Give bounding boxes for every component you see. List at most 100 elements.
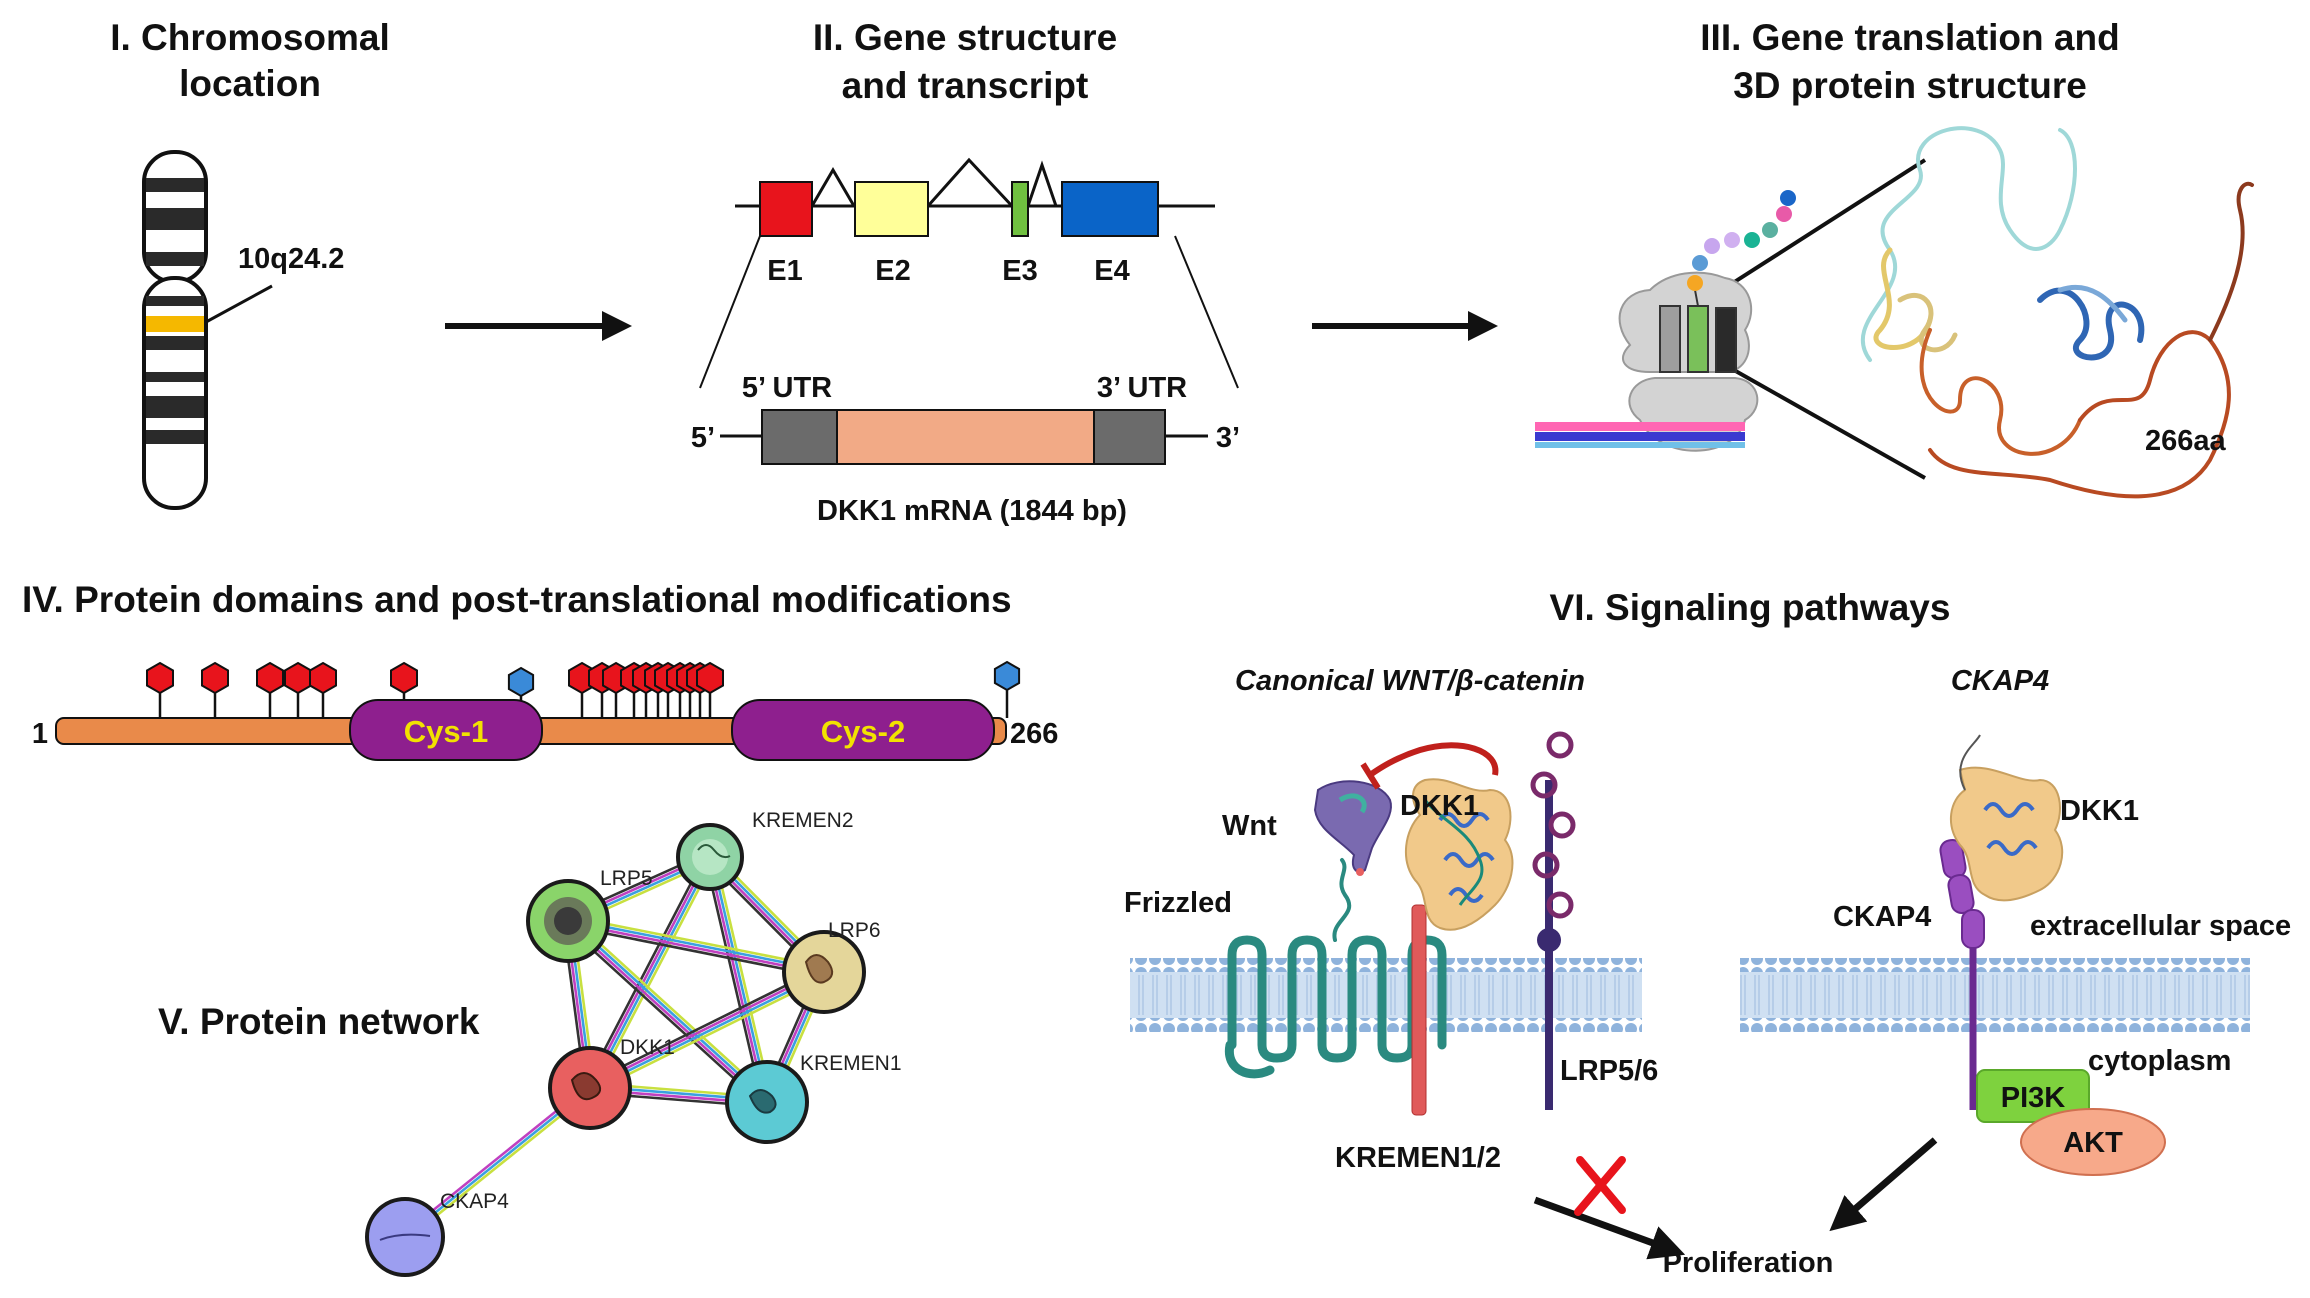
- network-node-lrp6: [782, 930, 866, 1014]
- lrp-receptor: [1530, 731, 1576, 1110]
- network-edge-line: [568, 918, 769, 1102]
- protein-end-label: 266: [1010, 718, 1058, 750]
- network-label-lrp5: LRP5: [600, 867, 653, 890]
- section-5-title: V. Protein network: [158, 1001, 480, 1042]
- ptm-marker-red: [696, 661, 724, 718]
- protein-start-label: 1: [32, 718, 48, 750]
- network-edge-line: [570, 916, 772, 1100]
- network-node-kremen2: [676, 823, 744, 891]
- frizzled-label: Frizzled: [1124, 887, 1232, 919]
- kremen-receptor: [1411, 904, 1427, 1116]
- wnt-ligand: [1313, 780, 1392, 876]
- ptm-marker-red: [284, 661, 312, 718]
- ptm-marker-red: [256, 661, 284, 718]
- extracellular-label: extracellular space: [2030, 910, 2291, 942]
- network-edge-line: [587, 855, 710, 1088]
- network-edge-line: [568, 918, 825, 972]
- kremen-label: KREMEN1/2: [1335, 1142, 1501, 1174]
- ptm-marker-red: [201, 661, 229, 718]
- network-edge-line: [584, 854, 707, 1087]
- section-1-title-line2: location: [179, 63, 321, 104]
- exon-4-label: E4: [1094, 255, 1129, 287]
- ptm-markers: [146, 660, 1021, 718]
- network-edges: [402, 851, 830, 1241]
- arrow-ckap4-to-proliferation: [1829, 1137, 1938, 1232]
- exon-2: [854, 181, 929, 237]
- proliferation-label: Proliferation: [1663, 1247, 1834, 1279]
- protein-length-label: 266aa: [2145, 425, 2227, 457]
- network-edge-line: [566, 924, 824, 978]
- arrow-canonical-to-proliferation: [1533, 1196, 1686, 1260]
- locus-label: 10q24.2: [238, 243, 344, 275]
- section-3-title-line2: 3D protein structure: [1733, 65, 2087, 106]
- network-label-ckap4: CKAP4: [440, 1190, 509, 1213]
- protein-3d-structure: [1860, 126, 2254, 499]
- section-1-title-line1: I. Chromosomal: [110, 17, 390, 58]
- canonical-pathway-title: Canonical WNT/β-catenin: [1235, 665, 1585, 697]
- frizzled-receptor: [1224, 858, 1447, 1079]
- network-label-lrp6: LRP6: [828, 919, 881, 942]
- inhibition-arc: [1368, 742, 1499, 778]
- akt-label: AKT: [2063, 1127, 2123, 1159]
- domain-cys-1-label: Cys-1: [404, 714, 488, 749]
- network-edge-line: [704, 857, 764, 1104]
- gene-structure: [699, 157, 1239, 389]
- dkk1-ligand-left: [1404, 778, 1514, 931]
- network-edge-line: [588, 969, 824, 1088]
- pi3k-box: [1976, 1069, 2090, 1123]
- wnt-label: Wnt: [1222, 810, 1277, 842]
- network-node-ckap4: [365, 1197, 445, 1277]
- chromosome-10: [142, 150, 273, 510]
- three-prime-label: 3’: [1216, 422, 1240, 454]
- ckap4-receptor: [1939, 838, 1985, 1110]
- ckap4-pathway-title: CKAP4: [1951, 665, 2049, 697]
- domain-cys-1: [349, 699, 543, 761]
- section-6-title: VI. Signaling pathways: [1550, 587, 1951, 628]
- network-label-kremen2: KREMEN2: [752, 809, 854, 832]
- exon-1-label: E1: [767, 255, 802, 287]
- akt-ellipse: [2020, 1108, 2166, 1176]
- ckap4-label: CKAP4: [1833, 901, 1931, 933]
- domain-cys-2: [731, 699, 995, 761]
- network-edge-line: [567, 921, 824, 975]
- network-edge-line: [590, 857, 713, 1090]
- exon-4: [1061, 181, 1159, 237]
- inhibition-bar: [1360, 762, 1381, 790]
- five-prime-label: 5’: [691, 422, 715, 454]
- dkk1-ligand-right: [1949, 734, 2064, 902]
- network-node-kremen1: [725, 1060, 809, 1144]
- network-node-lrp5: [526, 879, 610, 963]
- section-2-title-line2: and transcript: [842, 65, 1089, 106]
- network-edge-line: [713, 855, 773, 1102]
- mrna-transcript: [720, 409, 1208, 465]
- utr3-label: 3’ UTR: [1097, 372, 1187, 404]
- domain-cys-2-label: Cys-2: [821, 714, 905, 749]
- section-4-title: IV. Protein domains and post-translation…: [22, 579, 1012, 620]
- network-edge-line: [590, 972, 826, 1091]
- dkk1-label-left: DKK1: [1400, 790, 1479, 822]
- mrna-label: DKK1 mRNA (1844 bp): [817, 495, 1127, 527]
- section-3-title-line1: III. Gene translation and: [1700, 17, 2119, 58]
- network-edge-line: [568, 915, 826, 969]
- network-label-dkk1: DKK1: [620, 1036, 675, 1059]
- lrp-label: LRP5/6: [1560, 1055, 1658, 1087]
- cytoplasm-label: cytoplasm: [2088, 1045, 2231, 1077]
- section-2-title-line1: II. Gene structure: [813, 17, 1117, 58]
- network-edge-line: [563, 923, 765, 1107]
- exon-1: [759, 181, 813, 237]
- pi3k-label: PI3K: [2001, 1082, 2066, 1114]
- blocked-cross: [1574, 1156, 1626, 1216]
- ptm-marker-blue: [993, 660, 1021, 718]
- network-label-kremen1: KREMEN1: [800, 1052, 902, 1075]
- exon-3: [1011, 181, 1029, 237]
- ribosome-illustration: [1535, 158, 1927, 480]
- network-edge-line: [587, 966, 823, 1085]
- ptm-marker-red: [309, 661, 337, 718]
- network-edge-line: [593, 858, 716, 1091]
- exon-2-label: E2: [875, 255, 910, 287]
- network-edge-line: [566, 921, 767, 1105]
- dkk1-label-right: DKK1: [2060, 795, 2139, 827]
- network-edge-line: [591, 975, 827, 1094]
- exon-3-label: E3: [1002, 255, 1037, 287]
